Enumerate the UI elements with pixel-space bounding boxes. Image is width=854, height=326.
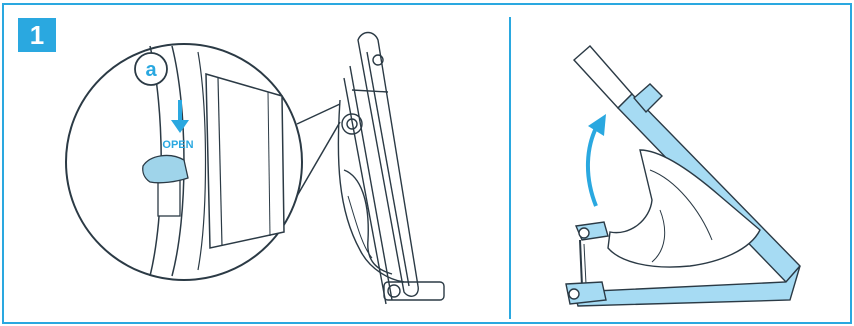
panel-divider (509, 17, 511, 319)
open-label: OPEN (162, 139, 193, 151)
step-number-badge: 1 (18, 18, 56, 52)
unfolding-chair (565, 45, 801, 307)
callout-letter-circle (134, 52, 168, 86)
folded-chair (337, 31, 445, 305)
arrow-down-icon (171, 100, 189, 133)
arrow-up-curved-icon (586, 114, 606, 207)
magnified-detail: OPEN a (65, 43, 341, 281)
callout-letter: a (145, 59, 157, 81)
